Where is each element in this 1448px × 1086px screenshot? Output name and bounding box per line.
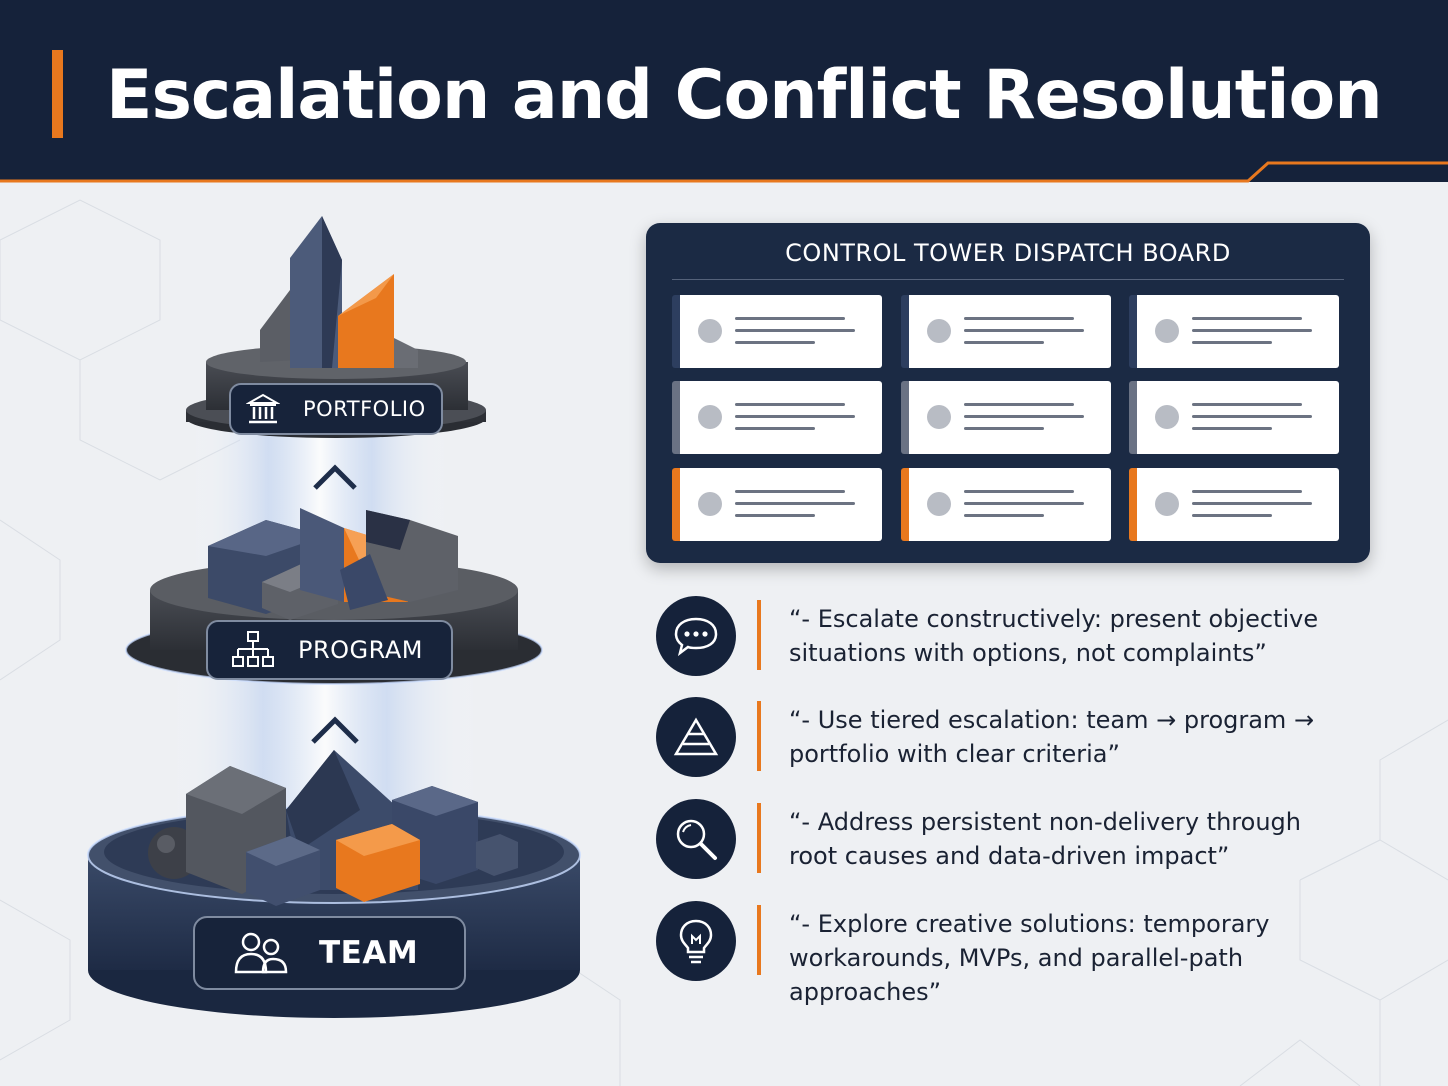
card-line (1192, 490, 1302, 493)
team-tier-blocks (148, 750, 518, 906)
header-orange-rule (0, 160, 1448, 183)
card-line (735, 502, 855, 505)
tier-label-program: PROGRAM (206, 620, 453, 680)
bullet-item: “- Explore creative solutions: temporary… (656, 901, 1416, 1011)
dispatch-card[interactable] (901, 295, 1111, 368)
chevron-up-icon-upper (313, 464, 357, 490)
tier-label-portfolio: PORTFOLIO (229, 383, 443, 435)
card-line (1192, 329, 1312, 332)
portfolio-tier-blocks (260, 216, 418, 368)
chat-bubble-icon (656, 596, 736, 676)
dispatch-card[interactable] (901, 381, 1111, 454)
card-line (1192, 502, 1312, 505)
bullet-accent-bar (757, 803, 761, 873)
card-line (735, 415, 855, 418)
lightbulb-icon (656, 901, 736, 981)
dispatch-card[interactable] (1129, 295, 1339, 368)
card-status-dot (1155, 319, 1179, 343)
card-line (735, 427, 815, 430)
card-line (964, 403, 1074, 406)
dispatch-card[interactable] (1129, 468, 1339, 541)
card-line (964, 415, 1084, 418)
bullet-text: “- Explore creative solutions: temporary… (789, 910, 1270, 1006)
card-line (964, 490, 1074, 493)
card-line (964, 329, 1084, 332)
card-line (1192, 427, 1272, 430)
card-line (735, 341, 815, 344)
card-line (1192, 514, 1272, 517)
card-line (964, 317, 1074, 320)
card-status-dot (927, 319, 951, 343)
tier-label-text: PROGRAM (298, 636, 423, 664)
bullet-accent-bar (757, 701, 761, 771)
institution-icon (243, 392, 283, 426)
card-line (964, 341, 1044, 344)
chevron-up-icon-lower (311, 716, 359, 744)
header-accent-bar (52, 50, 63, 138)
dispatch-card[interactable] (1129, 381, 1339, 454)
card-status-dot (698, 492, 722, 516)
card-status-dot (698, 405, 722, 429)
board-divider (672, 279, 1344, 280)
dispatch-card[interactable] (672, 468, 882, 541)
bullet-accent-bar (757, 600, 761, 670)
tier-label-team: TEAM (193, 916, 466, 990)
card-line (964, 514, 1044, 517)
org-chart-icon (230, 630, 276, 670)
people-icon (233, 930, 289, 976)
magnifier-icon (656, 799, 736, 879)
card-line (964, 427, 1044, 430)
card-line (1192, 317, 1302, 320)
card-status-dot (698, 319, 722, 343)
card-line (735, 514, 815, 517)
bullet-accent-bar (757, 905, 761, 975)
program-tier-blocks (208, 508, 458, 620)
dispatch-card[interactable] (672, 381, 882, 454)
card-status-dot (927, 492, 951, 516)
card-line (735, 317, 845, 320)
card-line (735, 490, 845, 493)
bullet-text: “- Escalate constructively: present obje… (789, 605, 1319, 667)
card-status-dot (927, 405, 951, 429)
page-title: Escalation and Conflict Resolution (106, 56, 1383, 135)
bullet-item: “- Use tiered escalation: team → program… (656, 697, 1416, 777)
bullet-item: “- Address persistent non-delivery throu… (656, 799, 1416, 879)
card-line (735, 403, 845, 406)
bullet-text: “- Address persistent non-delivery throu… (789, 808, 1301, 870)
board-title: CONTROL TOWER DISPATCH BOARD (785, 239, 1231, 267)
card-line (735, 329, 855, 332)
dispatch-card[interactable] (901, 468, 1111, 541)
tier-label-text: TEAM (319, 935, 419, 971)
bullet-item: “- Escalate constructively: present obje… (656, 596, 1416, 676)
dispatch-card[interactable] (672, 295, 882, 368)
header-bar: Escalation and Conflict Resolution (0, 0, 1448, 182)
tier-label-text: PORTFOLIO (303, 397, 426, 421)
card-line (1192, 415, 1312, 418)
bullet-text: “- Use tiered escalation: team → program… (789, 706, 1315, 768)
card-status-dot (1155, 405, 1179, 429)
card-line (964, 502, 1084, 505)
escalation-tower: PORTFOLIO PROGRAM (0, 190, 620, 1086)
card-line (1192, 341, 1272, 344)
dispatch-board: CONTROL TOWER DISPATCH BOARD (646, 223, 1370, 563)
card-status-dot (1155, 492, 1179, 516)
pyramid-icon (656, 697, 736, 777)
card-line (1192, 403, 1302, 406)
